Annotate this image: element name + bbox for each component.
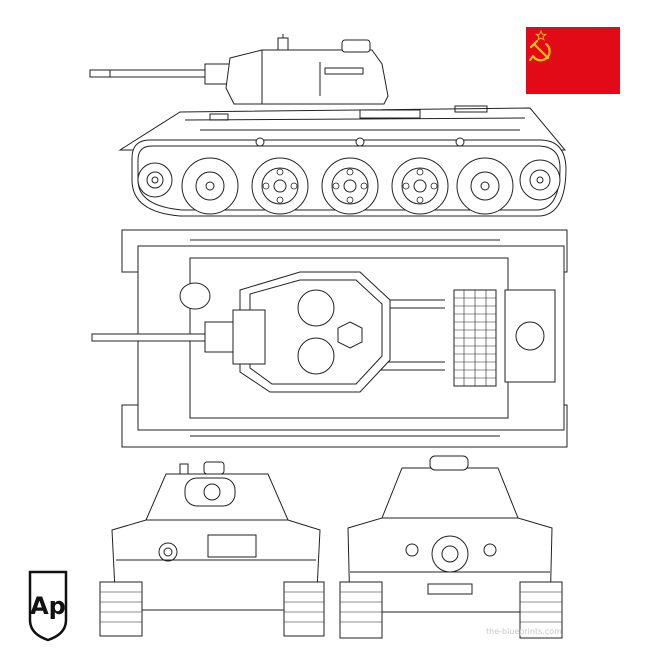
ap-logo-text: Ap <box>30 592 66 620</box>
flag-star-icon <box>535 29 547 41</box>
ap-logo: Ap <box>28 570 68 642</box>
hammer-sickle-icon <box>528 39 551 62</box>
watermark-text: the-blueprints.com <box>486 627 562 636</box>
tank-rear-view <box>339 455 563 639</box>
soviet-flag <box>526 27 620 94</box>
tank-top-view <box>91 229 568 448</box>
tank-front-view <box>99 461 325 637</box>
tank-side-view <box>89 34 567 217</box>
